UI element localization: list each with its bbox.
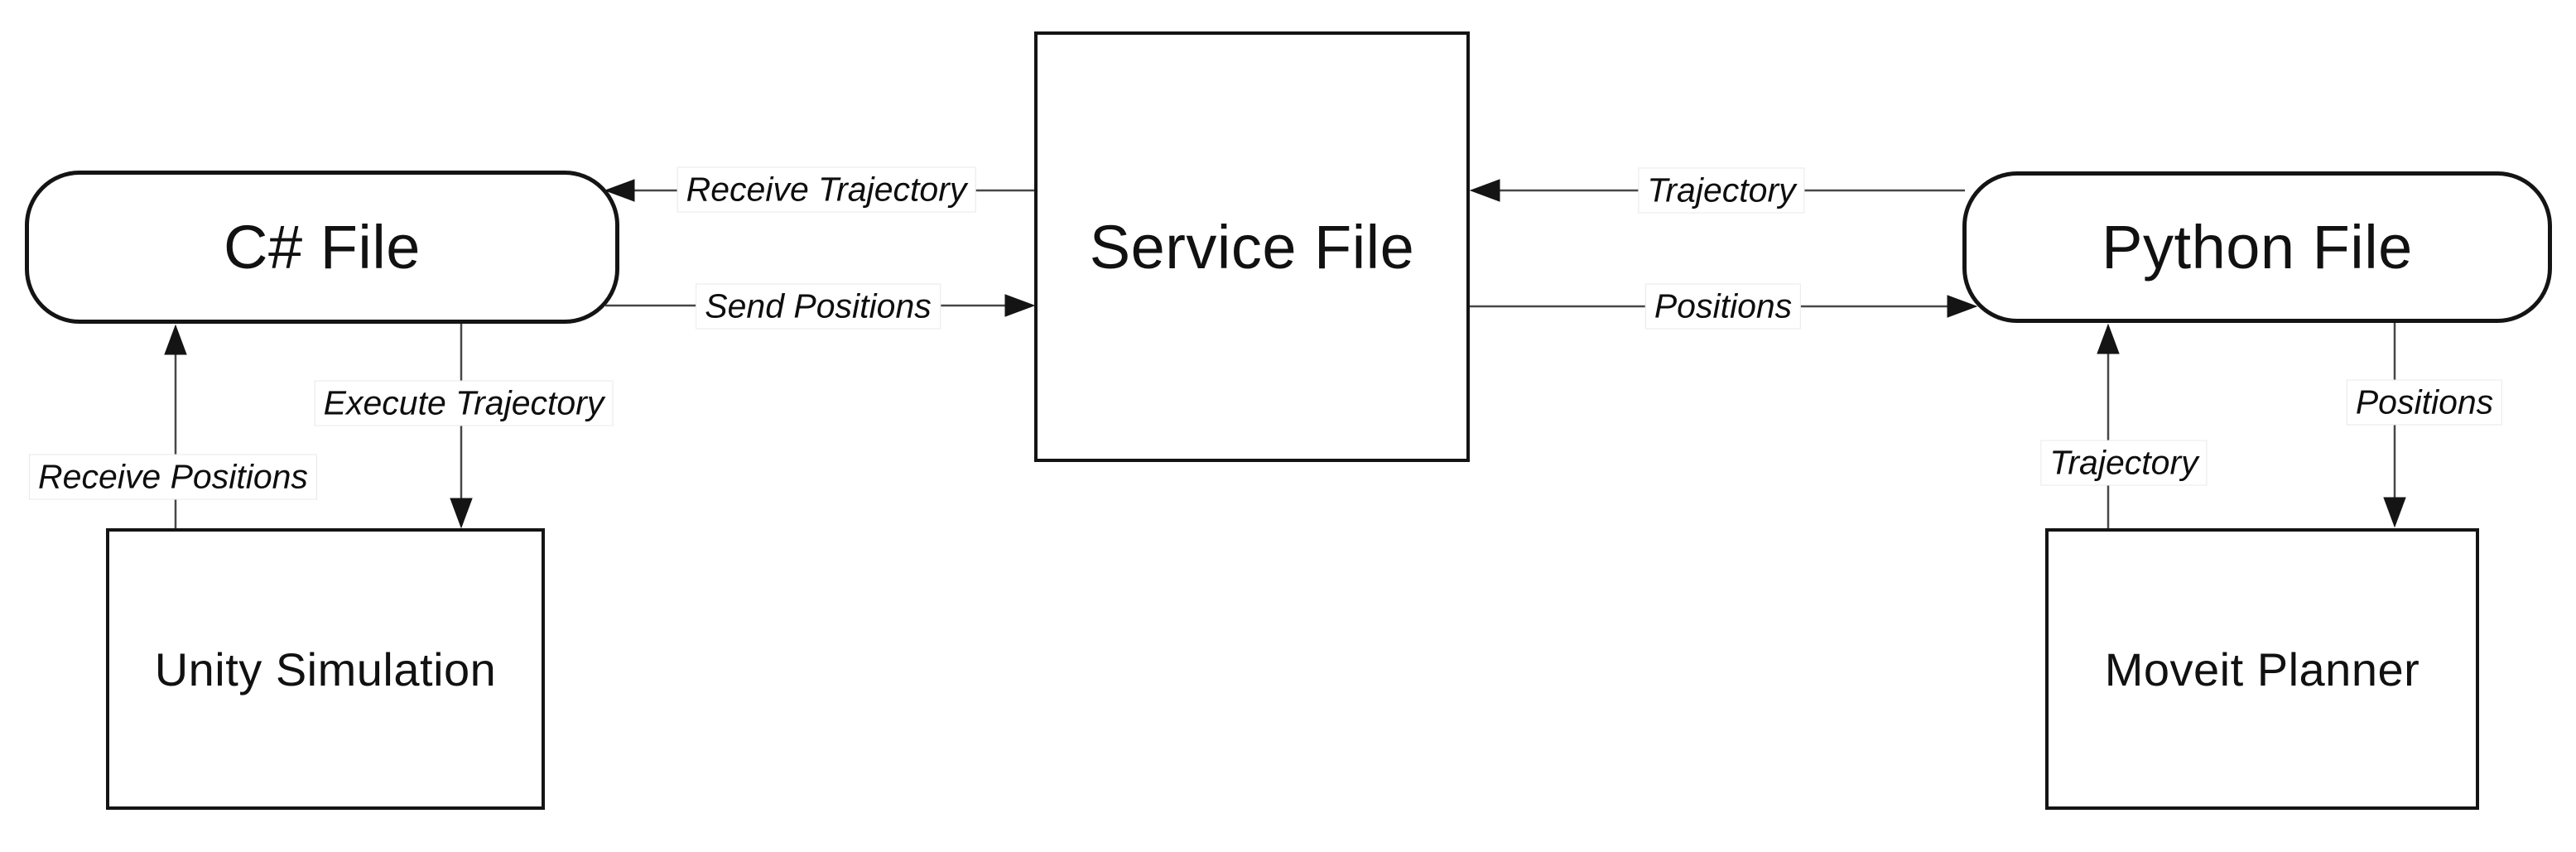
arrowhead-up-trajectory-up <box>2097 323 2120 354</box>
arrowhead-down-positions-down <box>2383 497 2406 528</box>
edge-label-positions-to-moveit: Positions <box>2346 379 2503 426</box>
node-service-file-label: Service File <box>1089 212 1415 282</box>
arrowhead-left-receive-trajectory <box>604 179 635 202</box>
edge-label-receive-positions: Receive Positions <box>29 454 317 500</box>
edge-label-execute-trajectory: Execute Trajectory <box>314 380 614 426</box>
arrowhead-up-receive-positions <box>164 324 187 355</box>
node-service-file: Service File <box>1034 31 1470 462</box>
node-moveit-planner-label: Moveit Planner <box>2104 643 2420 696</box>
node-moveit-planner: Moveit Planner <box>2045 528 2479 810</box>
arrowhead-down-execute-trajectory <box>450 498 473 529</box>
arrowhead-right-positions-out <box>1947 295 1978 318</box>
node-unity-simulation-label: Unity Simulation <box>154 643 497 696</box>
edge-label-trajectory-to-python: Trajectory <box>2040 440 2208 486</box>
node-unity-simulation: Unity Simulation <box>106 528 545 810</box>
node-python-file: Python File <box>1962 171 2552 323</box>
node-csharp-file: C# File <box>25 171 619 324</box>
edge-label-send-positions: Send Positions <box>696 283 941 330</box>
node-csharp-file-label: C# File <box>224 213 421 282</box>
arrowhead-left-trajectory-in <box>1469 179 1500 202</box>
edge-label-receive-trajectory: Receive Trajectory <box>677 166 976 213</box>
edge-label-trajectory-to-service: Trajectory <box>1638 167 1805 214</box>
edge-label-positions-to-python: Positions <box>1644 283 1802 330</box>
node-python-file-label: Python File <box>2102 213 2413 282</box>
arrowhead-right-send-positions <box>1004 294 1036 317</box>
